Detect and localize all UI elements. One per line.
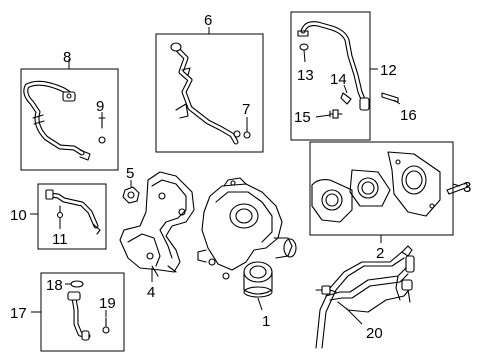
callout-5: 5 (126, 165, 134, 182)
callout-17: 17 (10, 305, 27, 322)
callout-4: 4 (147, 284, 155, 301)
washer-18 (70, 280, 84, 288)
vacuum-lines-20 (315, 245, 415, 349)
heat-shield-4 (119, 171, 195, 277)
callout-15: 15 (294, 109, 311, 126)
coolant-line-6 (170, 42, 241, 145)
box-line-10 (37, 183, 107, 250)
washer-14 (340, 92, 352, 105)
bolt-15 (329, 109, 343, 119)
callout-9: 9 (96, 98, 104, 115)
pin-16 (381, 92, 399, 103)
callout-8: 8 (63, 49, 71, 66)
bolt-7 (243, 127, 251, 139)
bolt-19 (102, 317, 110, 334)
turbocharger-1 (197, 177, 297, 298)
box-coolant-line-6 (155, 33, 264, 153)
callout-10: 10 (10, 207, 27, 224)
oil-feed-line-8 (23, 80, 91, 161)
callout-1: 1 (262, 313, 270, 330)
callout-2: 2 (376, 245, 384, 262)
nut-5 (122, 186, 140, 204)
pin-3 (446, 182, 469, 195)
bolt-11 (56, 205, 64, 219)
callout-14: 14 (330, 71, 347, 88)
callout-20: 20 (366, 325, 383, 342)
callout-19: 19 (99, 295, 116, 312)
callout-18: 18 (46, 277, 63, 294)
line-10 (45, 189, 101, 235)
bolt-9 (98, 117, 106, 144)
gasket-2 (311, 151, 441, 223)
callout-3: 3 (463, 179, 471, 196)
callout-12: 12 (380, 62, 397, 79)
line-17 (67, 291, 91, 341)
leader-lines (30, 27, 461, 325)
callout-13: 13 (297, 67, 314, 84)
box-oil-line-12 (290, 11, 371, 141)
callout-7: 7 (242, 101, 250, 118)
oil-line-12 (297, 21, 370, 111)
callout-16: 16 (400, 107, 417, 124)
callout-11: 11 (52, 231, 68, 248)
washer-13 (299, 43, 309, 51)
callout-6: 6 (204, 12, 212, 29)
